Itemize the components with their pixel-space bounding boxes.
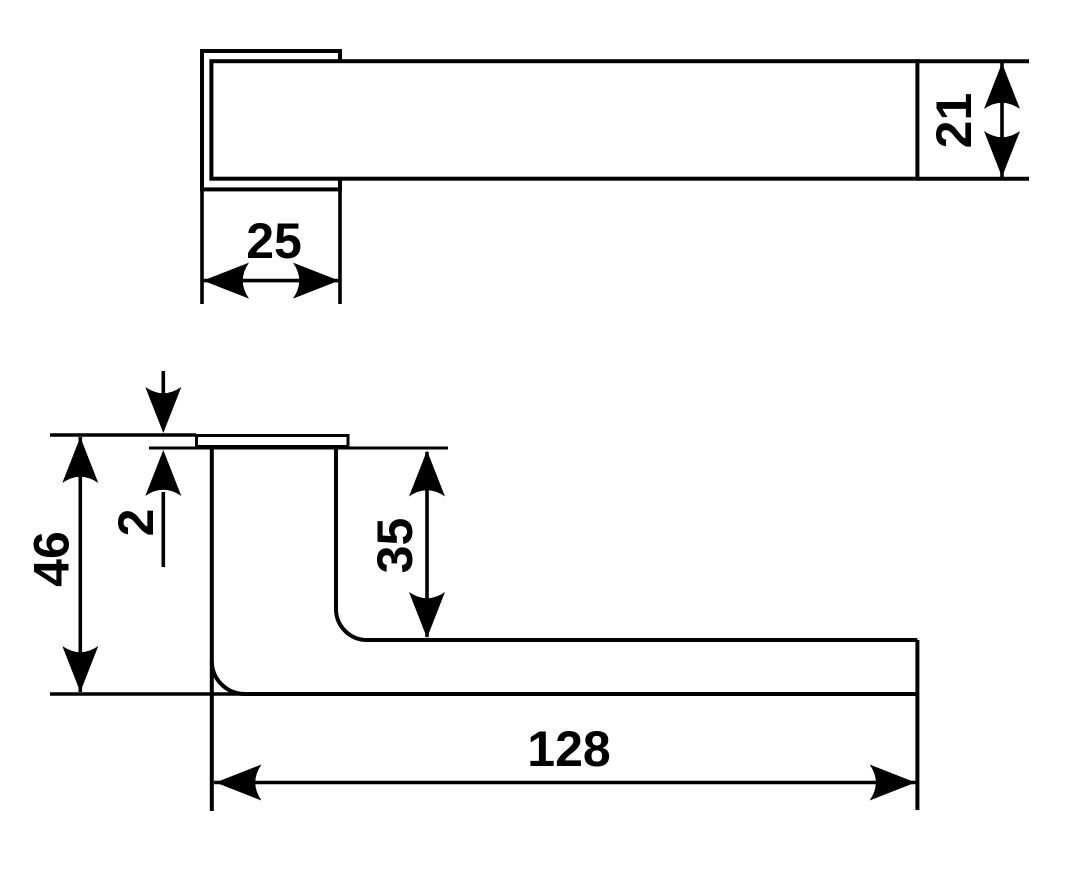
svg-text:128: 128 bbox=[527, 721, 610, 777]
svg-text:35: 35 bbox=[367, 518, 423, 574]
svg-text:25: 25 bbox=[246, 213, 302, 269]
svg-text:21: 21 bbox=[926, 93, 982, 149]
svg-text:46: 46 bbox=[24, 531, 80, 587]
svg-text:2: 2 bbox=[108, 509, 164, 537]
